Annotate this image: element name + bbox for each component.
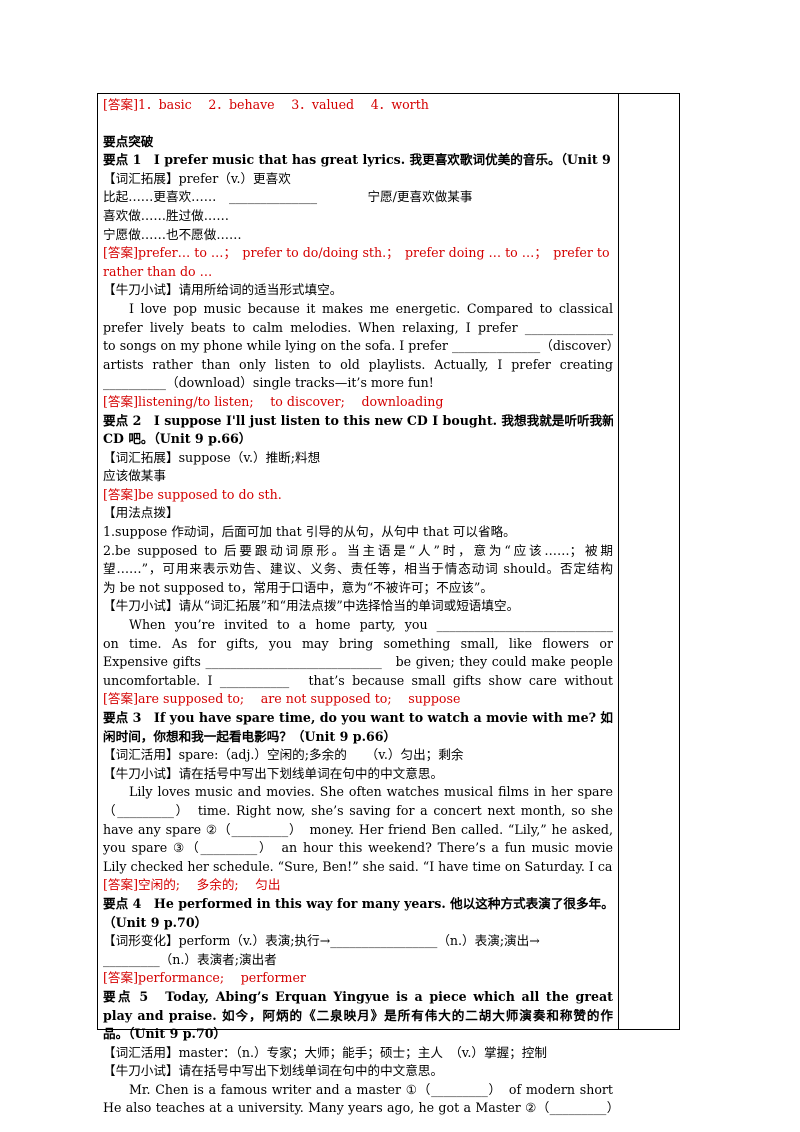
text-line: _________（n.）表演者;演出者	[103, 951, 277, 967]
text-line: you spare ③（_________） an hour this week…	[103, 840, 613, 856]
text-line: 要点 3 If you have spare time, do you want…	[103, 710, 613, 725]
text-line: （Unit 9 p.70）	[103, 914, 208, 930]
text-line: on time. As for gifts, you may bring som…	[103, 635, 613, 651]
text-line: 要点 1 I prefer music that has great lyric…	[103, 152, 613, 168]
text-line: （_________） time. Right now, she’s savin…	[103, 802, 613, 818]
text-line: [答案]prefer… to …； prefer to do/doing sth…	[103, 245, 613, 261]
text-line: [答案]performance; performer	[103, 970, 306, 986]
text-line: Lily loves music and movies. She often w…	[129, 784, 613, 800]
text-line: 比起……更喜欢…… ______________ 宁愿/更喜欢做某事	[103, 189, 473, 205]
text-line: [答案]are supposed to; are not supposed to…	[103, 691, 461, 707]
text-line: 闲时间，你想和我一起看电影吗？（Unit 9 p.66）	[103, 728, 397, 744]
text-line: 为 be not supposed to，常用于口语中，意为“不被许可；不应该”…	[103, 579, 493, 595]
text-line: 望……”，可用来表示劝告、建议、义务、责任等，相当于情态动词 should。否定…	[103, 561, 613, 577]
text-line: [答案]listening/to listen; to discover; do…	[103, 393, 444, 409]
text-line: [答案]be supposed to do sth.	[103, 486, 282, 502]
text-line: 应该做某事	[103, 468, 166, 484]
text-line: 【词汇活用】master：（n.）专家；大师；能手；硕士；主人 （v.）掌握；控…	[103, 1044, 547, 1060]
text-line: 要点突破	[103, 133, 154, 149]
text-line: 【牛刀小试】请在括号中写出下划线单词在句中的中文意思。	[103, 1063, 444, 1079]
text-line: 品。（Unit 9 p.70）	[103, 1026, 227, 1042]
text-line: I love pop music because it makes me ene…	[129, 300, 613, 316]
text-line: Mr. Chen is a famous writer and a master…	[129, 1081, 613, 1097]
text-line: 【用法点拨】	[103, 505, 179, 521]
text-line: __________（download）single tracks—it’s m…	[103, 375, 434, 391]
text-line: 【词形变化】perform（v.）表演;执行→_________________…	[103, 933, 540, 949]
text-line: 要点 2 I suppose I'll just listen to this …	[103, 412, 613, 428]
text-line: Expensive gifts ________________________…	[103, 654, 613, 670]
document-table	[97, 93, 680, 1030]
text-line: have any spare ②（_________） money. Her f…	[103, 821, 613, 837]
text-line: 【牛刀小试】请在括号中写出下划线单词在句中的中文意思。	[103, 765, 444, 781]
text-line: 【牛刀小试】请用所给词的适当形式填空。	[103, 282, 343, 298]
text-line: 【牛刀小试】请从“词汇拓展”和“用法点拨”中选择恰当的单词或短语填空。	[103, 598, 520, 614]
side-column	[618, 93, 680, 1030]
text-line: 要点 5 Today, Abing’s Erquan Yingyue is a …	[103, 988, 613, 1004]
text-line: 要点 4 He performed in this way for many y…	[103, 895, 613, 911]
text-line: prefer lively beats to calm melodies. Wh…	[103, 319, 613, 335]
text-line	[103, 115, 613, 133]
text-line: artists rather than only listen to old p…	[103, 356, 613, 372]
text-line: 1.suppose 作动词，后面可加 that 引导的从句，从句中 that 可…	[103, 524, 516, 540]
text-line: [答案]空闲的; 多余的; 匀出	[103, 877, 281, 893]
text-line: uncomfortable. I ___________ that’s beca…	[103, 672, 613, 688]
text-line: 宁愿做……也不愿做……	[103, 226, 242, 242]
text-line: 2.be supposed to 后要跟动词原形。当主语是“人”时，意为“应该……	[103, 542, 613, 558]
text-line: 【词汇拓展】suppose（v.）推断;料想	[103, 449, 321, 465]
text-line: Lily checked her schedule. “Sure, Ben!” …	[103, 858, 613, 874]
text-line: 喜欢做……胜过做……	[103, 207, 229, 223]
text-line: rather than do …	[103, 263, 213, 279]
text-line: play and praise. 如今，阿炳的《二泉映月》是所有伟大的二胡大师演…	[103, 1007, 613, 1023]
text-line: He also teaches at a university. Many ye…	[103, 1100, 613, 1116]
text-line: 【词汇活用】spare:（adj.）空闲的;多余的 （v.）匀出；剩余	[103, 747, 464, 763]
text-line: When you’re invited to a home party, you…	[129, 617, 613, 633]
document-content: [答案]1．basic 2．behave 3．valued 4．worth 要点突…	[103, 96, 613, 1118]
text-line: 【词汇拓展】prefer（v.）更喜欢	[103, 170, 291, 186]
text-line: [答案]1．basic 2．behave 3．valued 4．worth	[103, 97, 429, 112]
text-line: CD 吧。（Unit 9 p.66）	[103, 431, 252, 447]
text-line: to songs on my phone while lying on the …	[103, 338, 613, 354]
